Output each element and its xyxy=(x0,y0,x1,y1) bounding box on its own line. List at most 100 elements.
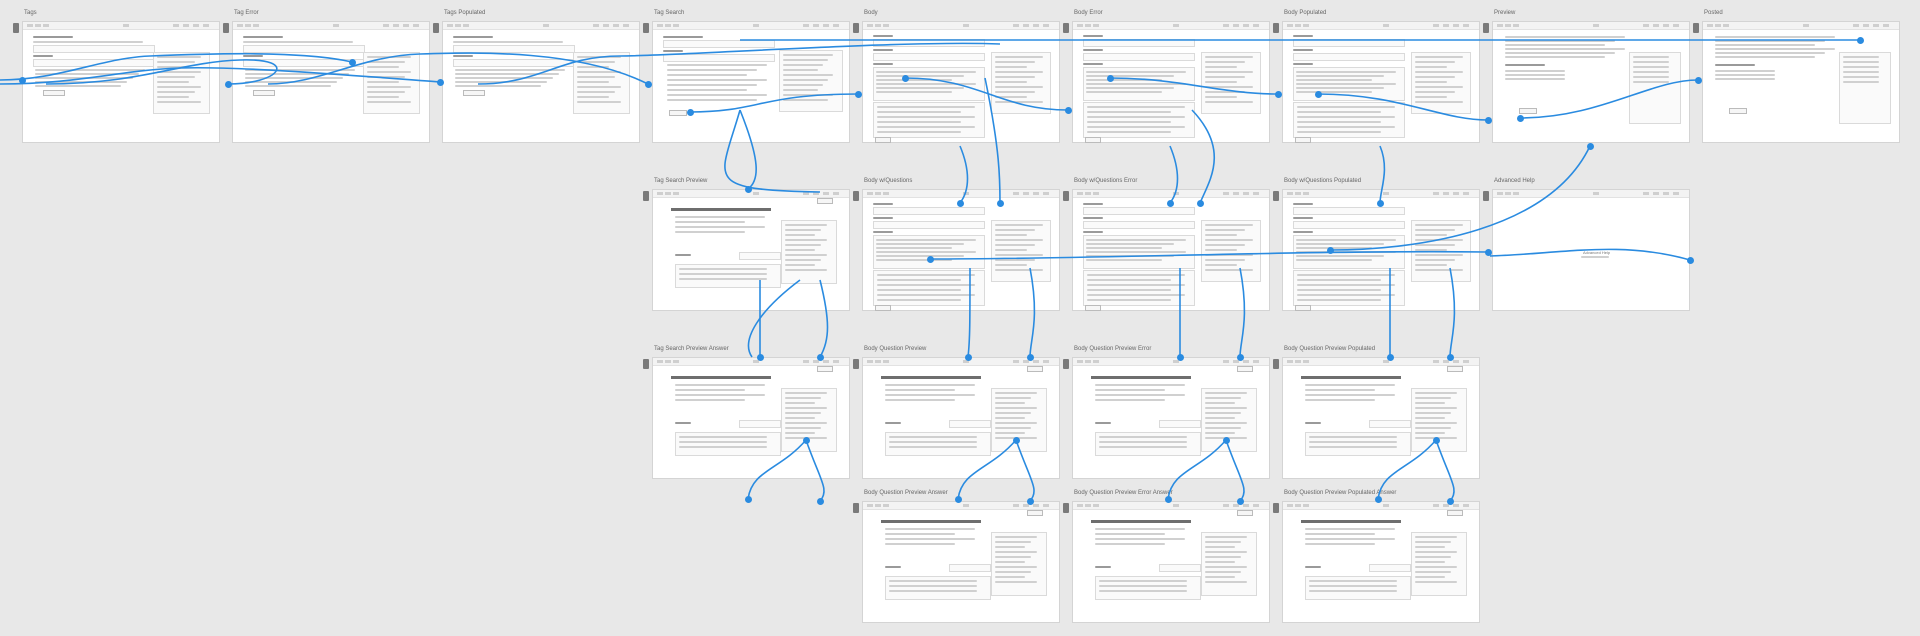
text-line xyxy=(1086,79,1162,81)
close-button[interactable] xyxy=(1447,366,1463,372)
connection-handle[interactable] xyxy=(1027,498,1034,505)
text-line xyxy=(1415,234,1447,236)
connection-handle[interactable] xyxy=(1433,437,1440,444)
next-button[interactable] xyxy=(43,90,65,96)
text-line xyxy=(1415,556,1451,558)
text-line xyxy=(885,394,975,396)
close-button[interactable] xyxy=(817,366,833,372)
connection-handle[interactable] xyxy=(1447,354,1454,361)
text-line xyxy=(995,269,1043,271)
edit-button[interactable] xyxy=(1519,108,1537,114)
connection-handle[interactable] xyxy=(902,75,909,82)
connection-handle[interactable] xyxy=(1315,91,1322,98)
connection-handle[interactable] xyxy=(1587,143,1594,150)
connection-handle[interactable] xyxy=(1447,498,1454,505)
connection-handle[interactable] xyxy=(745,496,752,503)
window-toolbar xyxy=(863,358,1059,366)
connection-handle[interactable] xyxy=(817,354,824,361)
text-line xyxy=(1205,96,1237,98)
connection-handle[interactable] xyxy=(957,200,964,207)
preview-button[interactable] xyxy=(1295,137,1311,143)
text-line xyxy=(1415,392,1457,394)
connection-handle[interactable] xyxy=(1167,200,1174,207)
connection-handle[interactable] xyxy=(437,79,444,86)
connection-handle[interactable] xyxy=(1485,117,1492,124)
frame-tab-icon xyxy=(1273,23,1279,33)
connection-handle[interactable] xyxy=(1177,354,1184,361)
connection-handle[interactable] xyxy=(745,186,752,193)
text-line xyxy=(35,85,121,87)
flow-connector xyxy=(739,38,1861,41)
text-line xyxy=(1205,407,1247,409)
connection-handle[interactable] xyxy=(1377,200,1384,207)
connection-handle[interactable] xyxy=(1065,107,1072,114)
close-button[interactable] xyxy=(1027,510,1043,516)
close-button[interactable] xyxy=(1237,510,1253,516)
close-button[interactable] xyxy=(1447,510,1463,516)
toolbar-icon xyxy=(1593,24,1599,27)
close-button[interactable] xyxy=(817,198,833,204)
next-button[interactable] xyxy=(253,90,275,96)
flow-connector xyxy=(747,439,807,500)
toolbar-icon xyxy=(613,24,619,27)
connection-handle[interactable] xyxy=(645,81,652,88)
frame-title: Tag Search xyxy=(654,10,685,16)
preview-button[interactable] xyxy=(1085,137,1101,143)
next-button[interactable] xyxy=(463,90,485,96)
connection-handle[interactable] xyxy=(1485,249,1492,256)
connection-handle[interactable] xyxy=(1223,437,1230,444)
toolbar-icon xyxy=(1233,24,1239,27)
preview-button[interactable] xyxy=(875,305,891,311)
frame-title: Body xyxy=(864,10,878,16)
text-line xyxy=(367,66,399,68)
connection-handle[interactable] xyxy=(1237,498,1244,505)
connection-handle[interactable] xyxy=(1275,91,1282,98)
connection-handle[interactable] xyxy=(1517,115,1524,122)
toolbar-icon xyxy=(1223,192,1229,195)
text-line xyxy=(1099,446,1187,448)
connection-handle[interactable] xyxy=(1375,496,1382,503)
text-line xyxy=(1095,533,1165,535)
connection-handle[interactable] xyxy=(1687,257,1694,264)
connection-handle[interactable] xyxy=(19,77,26,84)
connection-handle[interactable] xyxy=(855,91,862,98)
text-line xyxy=(1095,543,1165,545)
connection-handle[interactable] xyxy=(1027,354,1034,361)
preview-button[interactable] xyxy=(1085,305,1101,311)
connection-handle[interactable] xyxy=(1857,37,1864,44)
connection-handle[interactable] xyxy=(1165,496,1172,503)
text-line xyxy=(1296,91,1372,93)
window-toolbar xyxy=(1283,358,1479,366)
connection-handle[interactable] xyxy=(803,437,810,444)
preview-button[interactable] xyxy=(1295,305,1311,311)
edit-button[interactable] xyxy=(1729,108,1747,114)
text-line xyxy=(675,394,765,396)
connection-handle[interactable] xyxy=(955,496,962,503)
connection-handle[interactable] xyxy=(225,81,232,88)
connection-handle[interactable] xyxy=(965,354,972,361)
connection-handle[interactable] xyxy=(817,498,824,505)
close-button[interactable] xyxy=(1027,366,1043,372)
window-toolbar xyxy=(1283,502,1479,510)
connection-handle[interactable] xyxy=(687,109,694,116)
close-button[interactable] xyxy=(1237,366,1253,372)
frame-title: Tags Populated xyxy=(444,10,486,16)
connection-handle[interactable] xyxy=(1695,77,1702,84)
connection-handle[interactable] xyxy=(757,354,764,361)
text-line xyxy=(785,224,827,226)
next-button[interactable] xyxy=(669,110,687,116)
connection-handle[interactable] xyxy=(927,256,934,263)
connection-handle[interactable] xyxy=(349,59,356,66)
connection-handle[interactable] xyxy=(1237,354,1244,361)
connection-handle[interactable] xyxy=(1107,75,1114,82)
preview-button[interactable] xyxy=(875,137,891,143)
text-line xyxy=(1296,83,1396,85)
connection-handle[interactable] xyxy=(1197,200,1204,207)
frame-body-question-preview-error-answer: Body Question Preview Error Answer xyxy=(1072,490,1270,623)
connection-handle[interactable] xyxy=(1327,247,1334,254)
connection-handle[interactable] xyxy=(1013,437,1020,444)
text-line xyxy=(1297,299,1381,301)
connection-handle[interactable] xyxy=(997,200,1004,207)
text-line xyxy=(1087,294,1185,296)
connection-handle[interactable] xyxy=(1387,354,1394,361)
